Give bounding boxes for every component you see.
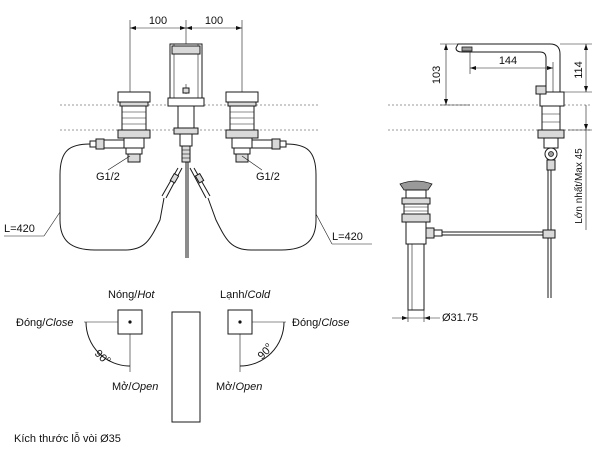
hot-label: Nóng/Hot	[108, 289, 155, 301]
cold-rotation-arc	[239, 321, 285, 367]
footnote: Kích thước lỗ vòi Ø35	[14, 432, 121, 445]
thread-right-label: G1/2	[256, 171, 280, 183]
left-hose	[59, 143, 165, 251]
center-spout	[161, 43, 211, 258]
open-left-en: Open	[131, 381, 158, 393]
cold-label-en: Cold	[248, 289, 272, 301]
hot-label-en: Hot	[137, 289, 155, 301]
handle-diagram: Nóng/Hot Đóng/Close 90o Mở/Open Lạnh/Col…	[16, 289, 349, 423]
spacing-dimension: 100 100	[129, 15, 243, 94]
hot-rotation-arc	[85, 321, 131, 367]
angle-right-degree: o	[264, 341, 272, 349]
close-right-label: Đóng/Close	[292, 317, 349, 329]
pop-up-drain	[399, 180, 543, 311]
total-height-label: 114	[573, 61, 585, 79]
close-left-en: Close	[45, 317, 73, 329]
side-view: 103 144 114 Lớn nhất/Max 45	[388, 43, 592, 324]
right-hose	[207, 143, 317, 251]
spout-dimensions: 103 144 114	[431, 43, 592, 106]
close-right-vi: Đóng/	[292, 317, 322, 329]
spacing-left-label: 100	[149, 15, 167, 27]
front-view: 100 100	[4, 15, 372, 258]
hose-left-label: L=420	[4, 223, 35, 235]
right-valve	[225, 91, 287, 163]
drain-diameter-dimension: Ø31.75	[392, 310, 478, 324]
angle-left-degree: o	[105, 356, 113, 364]
open-right-en: Open	[235, 381, 262, 393]
angle-left-label: 90o	[92, 347, 113, 368]
close-left-label: Đóng/Close	[16, 317, 73, 329]
open-right-label: Mở/Open	[216, 381, 262, 393]
spout-reach-label: 144	[499, 55, 517, 67]
close-left-vi: Đóng/	[16, 317, 46, 329]
left-valve	[89, 91, 151, 163]
cold-label-vi: Lạnh/	[220, 289, 248, 301]
max-thickness-label: Lớn nhất/Max 45	[573, 148, 585, 224]
spacing-right-label: 100	[205, 15, 223, 27]
spout-profile	[455, 43, 565, 298]
cold-label: Lạnh/Cold	[220, 289, 271, 301]
hose-right-label: L=420	[332, 231, 363, 243]
drain-diameter-label: Ø31.75	[442, 312, 478, 324]
open-left-vi: Mở/	[112, 381, 132, 393]
hot-label-vi: Nóng/	[108, 289, 138, 301]
open-right-vi: Mở/	[216, 381, 236, 393]
open-left-label: Mở/Open	[112, 381, 158, 393]
thread-left-label: G1/2	[96, 171, 120, 183]
max-thickness-dimension: Lớn nhất/Max 45	[568, 105, 592, 230]
spout-height-label: 103	[431, 66, 443, 84]
spout-top-view	[171, 311, 201, 423]
close-right-en: Close	[321, 317, 349, 329]
